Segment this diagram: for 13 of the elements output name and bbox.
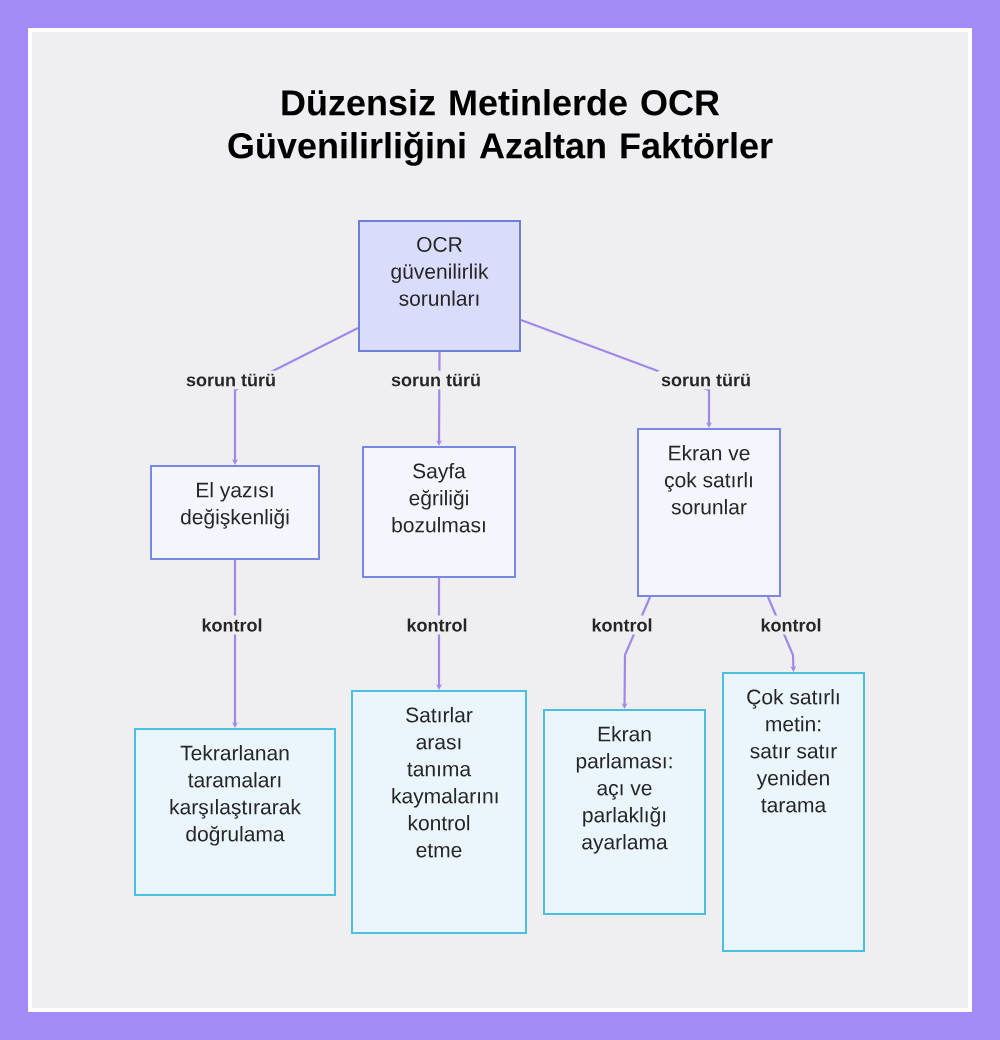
edge-label: kontrol [403,615,471,635]
edge-label: kontrol [588,615,656,635]
process-box: Ekran parlaması: açı ve parlaklığı ayarlama [543,709,706,915]
title: Düzensiz Metinlerde OCR Güvenilirliğini Azaltan Faktörler [228,89,773,166]
process-box: Tekrarlanan taramaları karşılaştırarak doğrulama [134,728,336,896]
process-box: Satırlar arası tanıma kaymalarını kontrol etme [351,690,527,934]
process-box: Sayfa eğriliği bozulması [362,446,516,578]
process-box: El yazısı değişkenliği [150,465,320,560]
process-box: Ekran ve çok satırlı sorunlar [637,428,781,597]
process-box: Çok satırlı metin: satır satır yeniden tarama [722,672,865,952]
edge-label: kontrol [757,615,825,635]
edge-label: kontrol [198,615,266,635]
process-box: OCR güvenilirlik sorunları [358,220,521,352]
